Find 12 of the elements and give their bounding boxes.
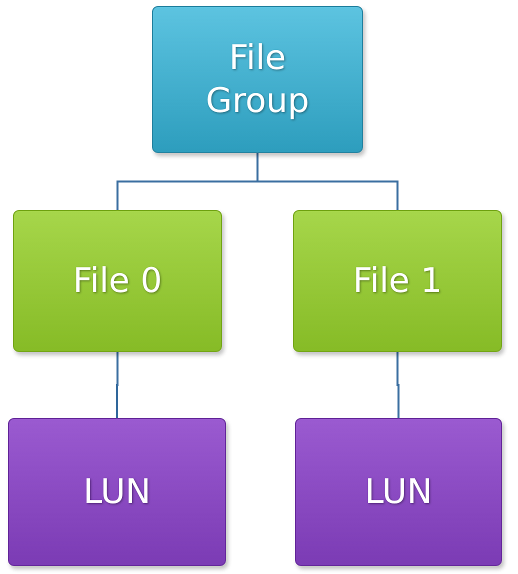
process-box (8, 418, 226, 566)
node-label: LUN (83, 470, 151, 514)
process-box (13, 210, 222, 352)
process-box (152, 6, 363, 153)
process-box (295, 418, 502, 566)
node-label: LUN (364, 470, 432, 514)
connector-line (396, 352, 400, 418)
node-label: File 1 (352, 260, 442, 302)
node-label: File 0 (72, 260, 162, 302)
node-label: File Group (204, 37, 310, 122)
connector-line (116, 352, 118, 418)
process-box (293, 210, 502, 352)
